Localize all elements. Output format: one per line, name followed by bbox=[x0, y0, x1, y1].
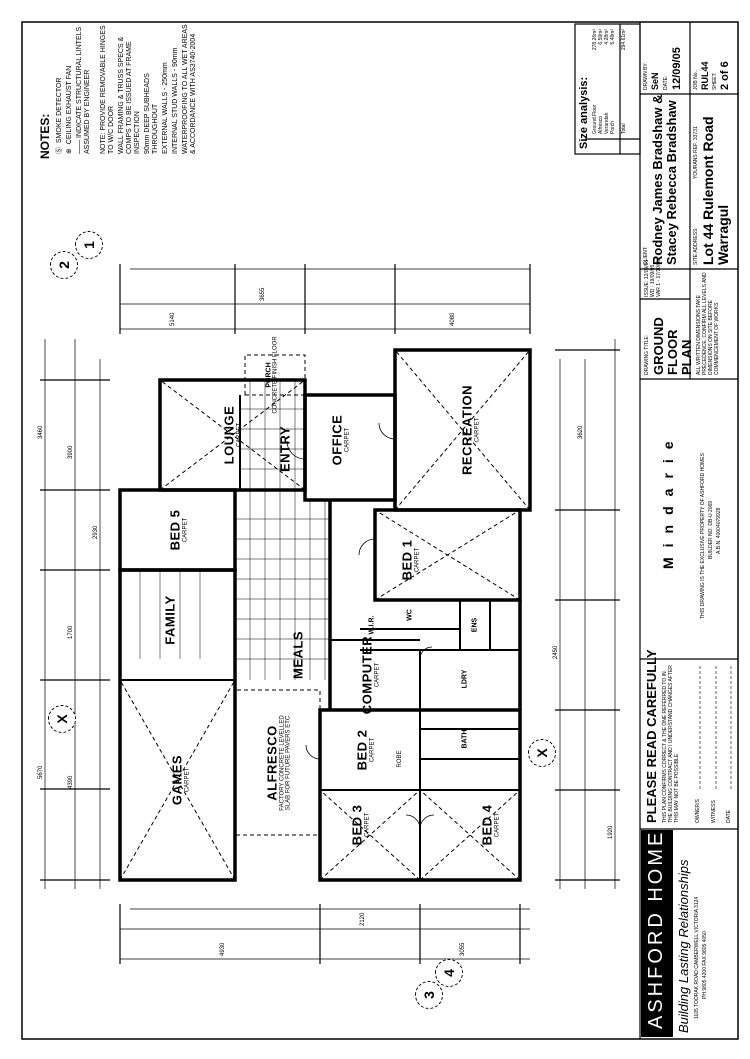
section-marker-1: 1 bbox=[75, 231, 103, 259]
note-line: WALL FRAMING & TRUSS SPECS & COMPS TO BE… bbox=[118, 36, 141, 154]
please-read-heading: PLEASE READ CAREFULLY bbox=[644, 649, 659, 823]
job-number-label: JOB No.: bbox=[693, 69, 699, 90]
room-robe: ROBE bbox=[397, 750, 403, 768]
size-analysis-title: Size analysis: bbox=[578, 76, 590, 149]
dimension-label: 1920 bbox=[608, 825, 614, 839]
dimension-lines bbox=[40, 264, 620, 964]
drawing-title-label: DRAWING TITLE: bbox=[644, 334, 650, 375]
dimension-label: 5140 bbox=[170, 312, 176, 326]
room-family: FAMILY bbox=[162, 595, 178, 645]
drawing-title: GROUND FLOOR PLAN bbox=[651, 317, 694, 375]
signature-lines bbox=[699, 664, 732, 789]
tagline: Building Lasting Relationships bbox=[676, 859, 691, 1033]
drawing-date: 12/09/05 bbox=[671, 47, 683, 90]
room-laundry: LDRY bbox=[461, 669, 469, 689]
drawn-by-label: DRAWN BY: bbox=[643, 62, 649, 90]
sheet-number: 2 of 6 bbox=[719, 61, 731, 90]
legend-exhaust-fan: ⊕ CEILING EXHAUST FAN bbox=[66, 65, 73, 154]
lintel-line-icon: —— bbox=[76, 140, 83, 154]
notes-title: NOTES: bbox=[38, 113, 52, 159]
abn: A.B.N. 40004079928 bbox=[716, 507, 722, 554]
notes-list: NOTE: PROVIDE REMOVABLE HINGES TO W/C DO… bbox=[100, 24, 200, 154]
section-marker-3: 3 bbox=[415, 981, 443, 1009]
dimensions-note: ALL WRITTEN DIMENSIONS TAKE PRECEDENCE. … bbox=[696, 272, 720, 375]
section-marker-x-right: X bbox=[528, 739, 556, 767]
dimension-label: 4390 bbox=[68, 775, 74, 789]
notes-legend: Ⓢ SMOKE DETECTOR ⊕ CEILING EXHAUST FAN —… bbox=[56, 24, 94, 154]
exhaust-fan-icon: ⊕ bbox=[66, 148, 73, 154]
reference-number: YOURANS REF: 33731 bbox=[693, 126, 699, 179]
client-names: Rodney James Bradshaw &Stacey Rebecca Br… bbox=[650, 94, 679, 265]
logo-banner bbox=[641, 830, 673, 1037]
legend-lintel: —— INDICATE STRUCTURAL LINTELS ASSUMED B… bbox=[76, 26, 91, 154]
section-marker-x-left: X bbox=[48, 705, 76, 733]
room-wir: W.I.R. bbox=[368, 615, 376, 635]
client-label: CLIENT: bbox=[643, 246, 649, 265]
room-ensuite: ENS bbox=[471, 617, 479, 633]
dimension-label: 2450 bbox=[553, 645, 559, 659]
tile-grid bbox=[139, 380, 330, 680]
section-marker-4: 4 bbox=[435, 959, 463, 987]
note-line: EXTERNAL WALLS - 250mm bbox=[162, 62, 169, 154]
dimension-label: 5670 bbox=[38, 765, 44, 779]
drawn-by: SeN bbox=[650, 72, 660, 90]
house-design-name: Mindarie bbox=[660, 431, 676, 569]
witness-label: WITNESS bbox=[711, 800, 717, 823]
note-line: NOTE: PROVIDE REMOVABLE HINGES TO W/C DO… bbox=[100, 25, 115, 154]
note-line: 90mm DEEP SUBHEADS THROUGHOUT bbox=[144, 73, 159, 154]
title-block-grid bbox=[574, 22, 738, 1039]
dimension-label: 4080 bbox=[450, 312, 456, 326]
legend-smoke-detector: Ⓢ SMOKE DETECTOR bbox=[56, 77, 63, 155]
sheet-label: SHEET: bbox=[712, 72, 718, 90]
walls bbox=[118, 348, 532, 882]
dimension-label: 2930 bbox=[93, 525, 99, 539]
ashford-homes-logo: ASHFORD HOMES bbox=[645, 813, 667, 1029]
room-wc: WC bbox=[406, 609, 414, 621]
dimension-label: 3460 bbox=[38, 425, 44, 439]
please-read-text: THIS PLAN CONFIRMS CORRECT & THE ONE REF… bbox=[662, 665, 680, 823]
note-line: INTERNAL STUD WALLS - 90mm bbox=[172, 47, 179, 154]
owners-label: OWNER/S bbox=[695, 799, 701, 823]
note-line: WATERPROOFING TO ALL WET AREAS & ACCORDA… bbox=[182, 24, 197, 154]
dimension-label: 2120 bbox=[360, 912, 366, 926]
section-marker-2: 2 bbox=[50, 251, 78, 279]
sheet-border bbox=[21, 21, 739, 1040]
dimension-label: 3620 bbox=[578, 425, 584, 439]
smoke-detector-icon: Ⓢ bbox=[56, 147, 63, 154]
room-meals: MEALS bbox=[290, 631, 306, 679]
dimension-label: 1700 bbox=[68, 625, 74, 639]
copyright-note: THIS DRAWING IS THE EXCLUSIVE PROPERTY O… bbox=[700, 453, 706, 619]
dimension-label: 4930 bbox=[220, 942, 226, 956]
site-address-label: SITE ADDRESS: bbox=[693, 227, 699, 265]
builder-number: BUILDER NO. DB-U 2069 bbox=[708, 500, 714, 559]
dimension-label: 3055 bbox=[460, 942, 466, 956]
date-label-2: DATE: bbox=[663, 75, 669, 90]
job-number: RUL44 bbox=[700, 61, 710, 90]
dimension-label: 3900 bbox=[68, 445, 74, 459]
room-entry: ENTRY bbox=[277, 425, 293, 473]
date-label: DATE bbox=[726, 810, 732, 823]
company-address: 1105 TOORAK ROAD CAMBERWELL VICTORIA 312… bbox=[694, 896, 700, 1019]
dimension-label: 3655 bbox=[260, 287, 266, 301]
company-phone: PH 9805 4200 FAX 9805 4050 bbox=[702, 931, 708, 999]
room-bath: BATH bbox=[461, 729, 469, 749]
